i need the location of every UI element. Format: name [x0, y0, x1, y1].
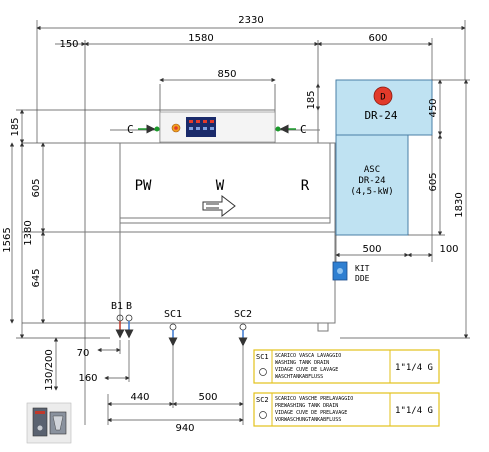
dim-body-width: 1580 — [188, 33, 213, 44]
module-d-label: D — [380, 93, 385, 103]
dim-module-height-mid: 605 — [428, 172, 439, 191]
inlet-b1-b: B1 B — [111, 301, 134, 339]
dr24-module: D DR-24 ASC DR-24 (4,5-kW) — [335, 79, 433, 236]
kit-label-2: DDE — [355, 274, 370, 283]
dim-module-width: 600 — [368, 33, 387, 44]
inlet-b-label: B — [126, 301, 132, 312]
dim-bottom-160: 160 — [78, 373, 97, 384]
kit-dde-knob — [337, 268, 343, 274]
drain-sc1-label: SC1 — [164, 309, 182, 320]
indicator-d — [373, 86, 393, 106]
dim-overall-width: 2330 — [238, 15, 263, 26]
drain-sc2: SC2 — [234, 309, 252, 347]
legend-sc1-line-fr: VIDAGE CUVE DE LAVAGE — [275, 367, 338, 373]
drain-sc1: SC1 — [164, 309, 182, 347]
dim-left-offset: 150 — [59, 39, 78, 50]
legend-sc2-line-en: PREWASHING TANK DRAIN — [275, 403, 338, 409]
asc-label-3: (4,5-kW) — [350, 187, 393, 197]
dim-right-100: 100 — [439, 244, 458, 255]
dim-total-height: 1830 — [454, 192, 465, 217]
dim-bottom-70: 70 — [77, 348, 90, 359]
legend-sc1-line-en: WASHING TANK DRAIN — [275, 360, 329, 366]
dim-left-1565: 1565 — [2, 227, 13, 252]
machine-thumbnail-icon — [26, 402, 72, 444]
legend-sc1: SC1 SCARICO VASCA LAVAGGIO WASHING TANK … — [253, 349, 440, 384]
machine-outline — [22, 40, 336, 340]
connector-c-right-label: C — [300, 123, 307, 136]
dim-bottom-500: 500 — [198, 392, 217, 403]
legend-sc2-line-it: SCARICO VASCHE PRELAVAGGIO — [275, 396, 353, 402]
dim-left-130-200: 130/200 — [44, 349, 55, 391]
legend-sc1-size: 1"1/4 G — [395, 363, 433, 373]
zone-pw-label: PW — [135, 178, 152, 194]
inlet-b1-label: B1 — [111, 301, 123, 312]
drain-sc2-label: SC2 — [234, 309, 252, 320]
dim-left-645: 645 — [31, 268, 42, 287]
display-screen — [186, 117, 216, 137]
control-panel — [159, 111, 276, 143]
connector-c-right: C — [275, 123, 307, 136]
dim-left-185: 185 — [10, 117, 21, 136]
dim-right-500: 500 — [362, 244, 381, 255]
legend-sc1-code: SC1 — [256, 353, 269, 361]
dim-panel-width: 850 — [217, 69, 236, 80]
legend-sc2-line-de: VORWASCHUNGTANKABFLUSS — [275, 417, 341, 423]
kit-label-1: KIT — [355, 264, 370, 273]
legend-sc2-box — [253, 392, 440, 427]
dim-left-1380: 1380 — [23, 220, 34, 245]
flow-arrow-icon — [202, 194, 236, 218]
drain-symbol-icon — [259, 411, 267, 419]
legend-sc2: SC2 SCARICO VASCHE PRELAVAGGIO PREWASHIN… — [253, 392, 440, 427]
zone-r-label: R — [301, 178, 310, 194]
dimensions — [9, 20, 470, 425]
module-dr24-label: DR-24 — [364, 109, 397, 122]
legend-sc2-code: SC2 — [256, 396, 269, 404]
dim-bottom-440: 440 — [130, 392, 149, 403]
connector-c-left: C — [127, 123, 160, 136]
asc-label-1: ASC — [364, 165, 380, 175]
legend-sc2-size: 1"1/4 G — [395, 406, 433, 416]
connector-c-left-label: C — [127, 123, 134, 136]
legend-sc2-line-fr: VIDAGE CUVE DE PRELAVAGE — [275, 410, 347, 416]
asc-label-2: DR-24 — [358, 176, 385, 186]
legend-sc1-box — [253, 349, 440, 384]
dim-left-605: 605 — [31, 178, 42, 197]
dim-module-height-top: 450 — [428, 98, 439, 117]
legend-sc1-line-de: WASCHTANKABFLUSS — [275, 374, 323, 380]
dim-panel-height: 185 — [306, 90, 317, 109]
kit-dde: KIT DDE — [332, 261, 370, 283]
dim-bottom-940: 940 — [175, 423, 194, 434]
zone-w-label: W — [216, 178, 225, 194]
legend-sc1-line-it: SCARICO VASCA LAVAGGIO — [275, 353, 341, 359]
drain-symbol-icon — [259, 368, 267, 376]
